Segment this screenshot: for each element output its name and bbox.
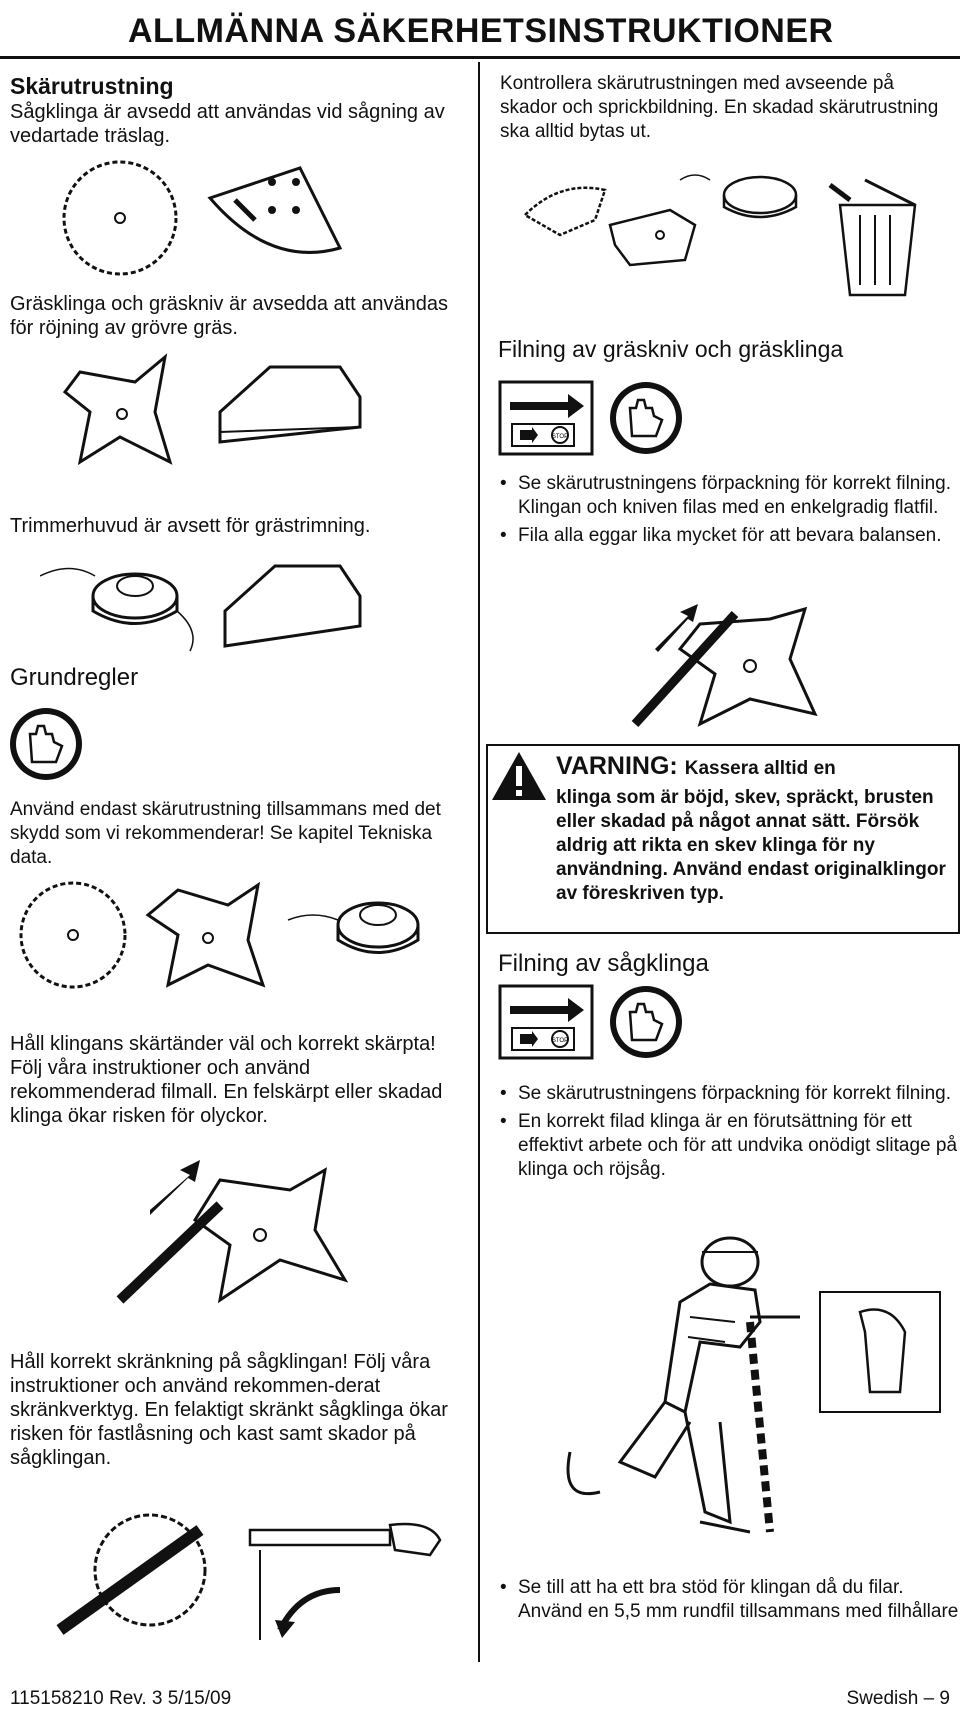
stop-sign-text-2: STOP xyxy=(552,1038,568,1044)
list-item: Se skärutrustningens förpackning för kor… xyxy=(500,472,958,520)
filning-grass-list: Se skärutrustningens förpackning för kor… xyxy=(498,472,958,552)
grasklinga-text: Gräsklinga och gräskniv är avsedda att a… xyxy=(10,293,449,339)
gloves-icon xyxy=(10,708,82,780)
filning-grass-title: Filning av gräskniv och gräsklinga xyxy=(498,336,844,362)
kontroll-text: Kontrollera skärutrustningen med avseend… xyxy=(500,73,939,142)
filning-saw-list: Se skärutrustningens förpackning för kor… xyxy=(498,1082,960,1186)
trimmer-text: Trimmerhuvud är avsett för grästrimning. xyxy=(10,515,371,537)
column-divider xyxy=(478,62,480,1662)
skarutrustning-title: Skärutrustning xyxy=(10,73,174,99)
skarutrustning-section: Skärutrustning Sågklinga är avsedd att a… xyxy=(10,72,450,148)
header-rule xyxy=(0,56,960,59)
hall-text: Håll klingans skärtänder väl och korrekt… xyxy=(10,1033,443,1127)
saw-blade-guard-illustration xyxy=(62,160,343,276)
grundregler-text: Använd endast skärutrustning tillsammans… xyxy=(10,799,441,868)
grass-blade-guard-illustration xyxy=(62,353,362,466)
list-item: Se skärutrustningens förpackning för kor… xyxy=(500,1082,960,1106)
grundregler-title: Grundregler xyxy=(10,664,139,691)
skarutrustning-text: Sågklinga är avsedd att användas vid såg… xyxy=(10,101,445,147)
page-title: ALLMÄNNA SÄKERHETSINSTRUKTIONER xyxy=(128,12,834,50)
cutting-equipment-illustration xyxy=(19,881,420,989)
footer-doc-info: 115158210 Rev. 3 5/15/09 xyxy=(10,1688,232,1709)
warning-triangle-icon xyxy=(492,752,546,800)
filing-grass-blade-illustration xyxy=(631,604,818,728)
discard-damaged-illustration xyxy=(522,174,917,297)
warning-text: klinga som är böjd, skev, spräckt, brust… xyxy=(556,787,946,904)
read-manual-icon: STOP xyxy=(498,380,682,456)
skrankning-text: Håll korrekt skränkning på sågklingan! F… xyxy=(10,1351,448,1469)
trimmer-head-guard-illustration xyxy=(40,564,362,652)
read-manual-icon-2: STOP xyxy=(498,984,682,1060)
footer-page-label: Swedish – 9 xyxy=(846,1688,950,1709)
warning-label: VARNING: xyxy=(556,752,678,780)
worker-filing-illustration xyxy=(566,1236,941,1534)
warning-box xyxy=(486,744,960,934)
warning-first: Kassera alltid en xyxy=(684,758,836,779)
set-tool-illustration xyxy=(56,1513,442,1640)
stop-sign-text: STOP xyxy=(552,434,568,440)
list-item: Fila alla eggar lika mycket för att beva… xyxy=(500,524,958,548)
list-item: Se till att ha ett bra stöd för klingan … xyxy=(500,1576,960,1624)
filing-blade-illustration xyxy=(116,1160,349,1304)
stod-list: Se till att ha ett bra stöd för klingan … xyxy=(498,1576,960,1628)
warning-heading: VARNING: Kassera alltid en xyxy=(556,752,836,781)
list-item: En korrekt filad klinga är en förutsättn… xyxy=(500,1110,960,1182)
filning-saw-title: Filning av sågklinga xyxy=(498,950,709,977)
